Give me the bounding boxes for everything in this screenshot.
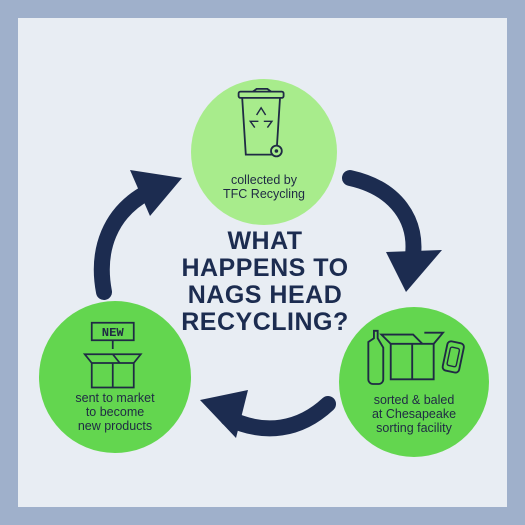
new-box-icon: NEW xyxy=(83,321,143,389)
step-sorted-line2: at Chesapeake xyxy=(371,407,457,421)
step-sorted-line3: sorting facility xyxy=(376,421,452,435)
step-collected-line2: TFC Recycling xyxy=(223,187,305,201)
arrow-sort-to-market xyxy=(200,390,336,438)
step-market: NEW sent to market to become new product… xyxy=(39,301,191,453)
title-line1: WHAT xyxy=(227,227,303,255)
step-collected-line1: collected by xyxy=(230,173,297,187)
diagram-title: WHAT HAPPENS TO NAGS HEAD RECYCLING? xyxy=(160,228,370,336)
recycling-bin-icon xyxy=(237,88,285,158)
title-line4: RECYCLING? xyxy=(181,308,349,336)
title-line2: HAPPENS TO xyxy=(181,254,349,282)
step-market-line1: sent to market xyxy=(75,391,155,405)
box-bottle-can-icon xyxy=(367,329,465,385)
title-line3: NAGS HEAD xyxy=(187,281,343,309)
step-market-line2: to become xyxy=(85,405,145,419)
step-market-line3: new products xyxy=(77,419,153,433)
arrow-collect-to-sort xyxy=(342,170,442,292)
arrow-market-to-collect xyxy=(93,170,182,300)
step-collected: collected by TFC Recycling xyxy=(191,79,337,225)
step-sorted: sorted & baled at Chesapeake sorting fac… xyxy=(339,307,489,457)
step-sorted-line1: sorted & baled xyxy=(373,393,455,407)
new-badge-text: NEW xyxy=(102,326,125,340)
